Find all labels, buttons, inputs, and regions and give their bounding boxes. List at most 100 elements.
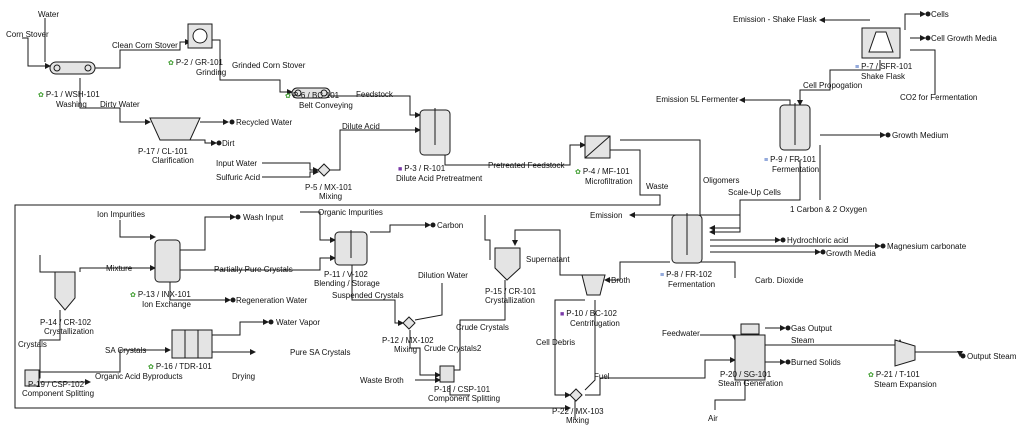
cell-debris-stream[interactable]: [554, 299, 585, 398]
broth-label: Broth: [611, 276, 631, 285]
corn-stover-stream[interactable]: [22, 37, 51, 69]
scale-up-cells-stream[interactable]: [709, 160, 801, 235]
dirt-label: Dirt: [222, 139, 235, 148]
crystallization-overhead[interactable]: [484, 215, 491, 260]
sulfuric-acid-stream[interactable]: [262, 169, 319, 178]
wash-input-stream[interactable]: [180, 214, 236, 251]
microfilter-icon[interactable]: [584, 135, 611, 159]
sa-crystals-stream[interactable]: [40, 347, 171, 373]
wash-input-terminal-icon: [235, 214, 241, 220]
co2-stream[interactable]: [910, 49, 936, 95]
belt-conveyor-icon[interactable]: [291, 87, 331, 99]
organic-impurities-stream[interactable]: [300, 211, 336, 243]
co2-label: CO2 for Fermentation: [900, 93, 978, 102]
mixer-p22-icon[interactable]: [569, 388, 583, 402]
turbine-icon[interactable]: [894, 339, 916, 367]
cell-propogation-stream[interactable]: [797, 60, 881, 106]
output-steam-stream[interactable]: [915, 351, 963, 357]
feedwater-stream[interactable]: [700, 334, 738, 341]
centrifuge-icon[interactable]: [581, 274, 606, 296]
splitter-p18-icon[interactable]: [439, 365, 455, 383]
dirty-water-stream[interactable]: [79, 78, 151, 125]
carbon-stream[interactable]: [370, 222, 431, 233]
dirt-stream[interactable]: [190, 139, 217, 146]
green-unit-icon: ✿: [38, 92, 44, 99]
crystallizer-p15-icon[interactable]: [494, 247, 521, 281]
water-vapor-label: Water Vapor: [276, 318, 321, 327]
ion-impurities-stream[interactable]: [119, 220, 156, 240]
supernatant-stream[interactable]: [512, 229, 585, 276]
carb-dioxide-stream[interactable]: [700, 261, 736, 278]
cells-stream[interactable]: [904, 11, 926, 30]
grinder-icon[interactable]: [187, 23, 213, 49]
clarifier-icon[interactable]: [149, 117, 201, 141]
suspended-crystals-label: Suspended Crystals: [332, 291, 404, 300]
dilution-water-stream[interactable]: [414, 283, 443, 321]
pretreatment-reactor-icon[interactable]: [419, 108, 451, 156]
ion-exchange-icon[interactable]: [154, 239, 181, 283]
waste-stream[interactable]: [14, 149, 661, 411]
fuel-link[interactable]: [584, 300, 596, 391]
steam-generator-icon[interactable]: [734, 323, 766, 381]
mixer-p12-icon[interactable]: [402, 316, 416, 330]
grinded-corn-stover-stream[interactable]: [212, 39, 293, 95]
crystallizer-inlet[interactable]: [39, 255, 55, 273]
fuel-stream[interactable]: [585, 357, 736, 396]
broth-stream[interactable]: [604, 261, 670, 283]
oligomers-label: Oligomers: [703, 176, 740, 185]
oligomers-stream[interactable]: [620, 139, 741, 231]
water-vapor-stream[interactable]: [212, 319, 269, 336]
crude-crystals-stream[interactable]: [444, 280, 506, 373]
wash-input-label: Wash Input: [243, 213, 284, 222]
dryer-icon[interactable]: [171, 329, 213, 359]
corn-stover-label: Corn Stover: [6, 30, 49, 39]
shake-flask-icon[interactable]: [861, 27, 901, 59]
crystallizer-p14-icon[interactable]: [54, 271, 76, 311]
dilute-acid-stream[interactable]: [330, 127, 421, 171]
carb-dioxide-label: Carb. Dioxide: [755, 276, 804, 285]
emission-5l-stream[interactable]: [739, 97, 791, 105]
clean-corn-stover-stream[interactable]: [95, 39, 191, 69]
partially-pure-stream[interactable]: [180, 255, 336, 271]
mixture-stream[interactable]: [79, 265, 156, 272]
pretreated-feedstock-stream[interactable]: [444, 142, 586, 166]
fermenter-p8-icon[interactable]: [671, 213, 703, 264]
suspended-crystals-stream[interactable]: [351, 265, 404, 326]
washer-icon[interactable]: [49, 61, 96, 75]
input-water-stream[interactable]: [262, 162, 319, 173]
blending-tank-icon[interactable]: [334, 230, 368, 266]
blue-unit-icon: ≡: [855, 64, 860, 71]
steam-stream[interactable]: [765, 339, 903, 346]
air-stream[interactable]: [714, 380, 746, 410]
fermenter-p9-icon[interactable]: [779, 103, 811, 151]
mixer-p5-icon[interactable]: [317, 163, 331, 177]
splitter-p19-icon[interactable]: [24, 369, 40, 387]
regeneration-water-stream[interactable]: [169, 282, 231, 303]
feedstock-stream[interactable]: [330, 95, 421, 118]
crude-crystals2-stream[interactable]: [409, 330, 441, 378]
regen-water-terminal-icon: [230, 297, 236, 303]
splitter-outlet[interactable]: [449, 385, 470, 396]
